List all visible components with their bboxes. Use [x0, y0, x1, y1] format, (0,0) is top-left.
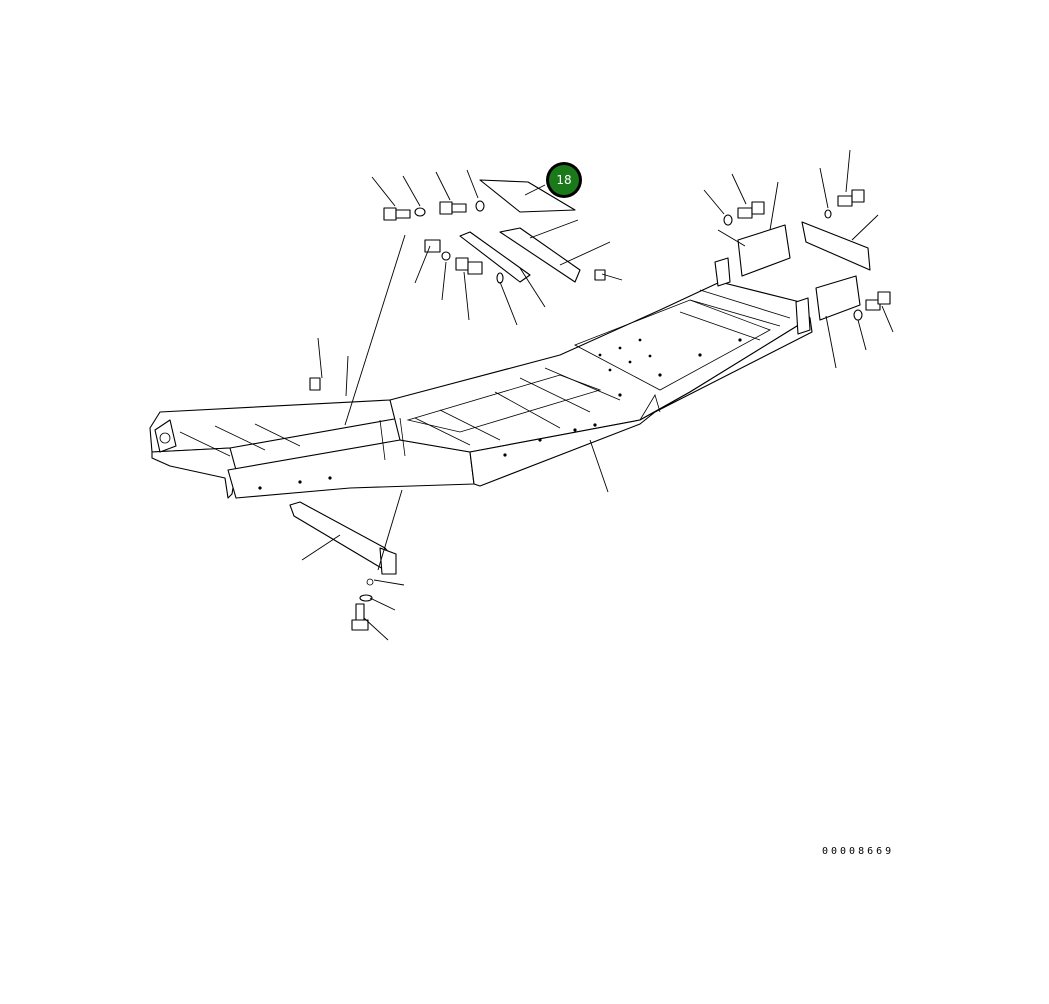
callout-18[interactable]: 18	[546, 162, 582, 198]
chassis-frame	[149, 257, 813, 499]
front-brackets	[723, 189, 891, 321]
drawing-number: 00008669	[822, 846, 894, 857]
callout-label: 18	[556, 173, 571, 187]
upper-bracket-plate	[459, 179, 581, 283]
lower-arm	[289, 501, 397, 575]
leader-lines	[301, 149, 894, 641]
callout-fill	[549, 165, 579, 195]
lower-bolt-assembly	[351, 578, 374, 631]
upper-bolts	[309, 200, 606, 391]
